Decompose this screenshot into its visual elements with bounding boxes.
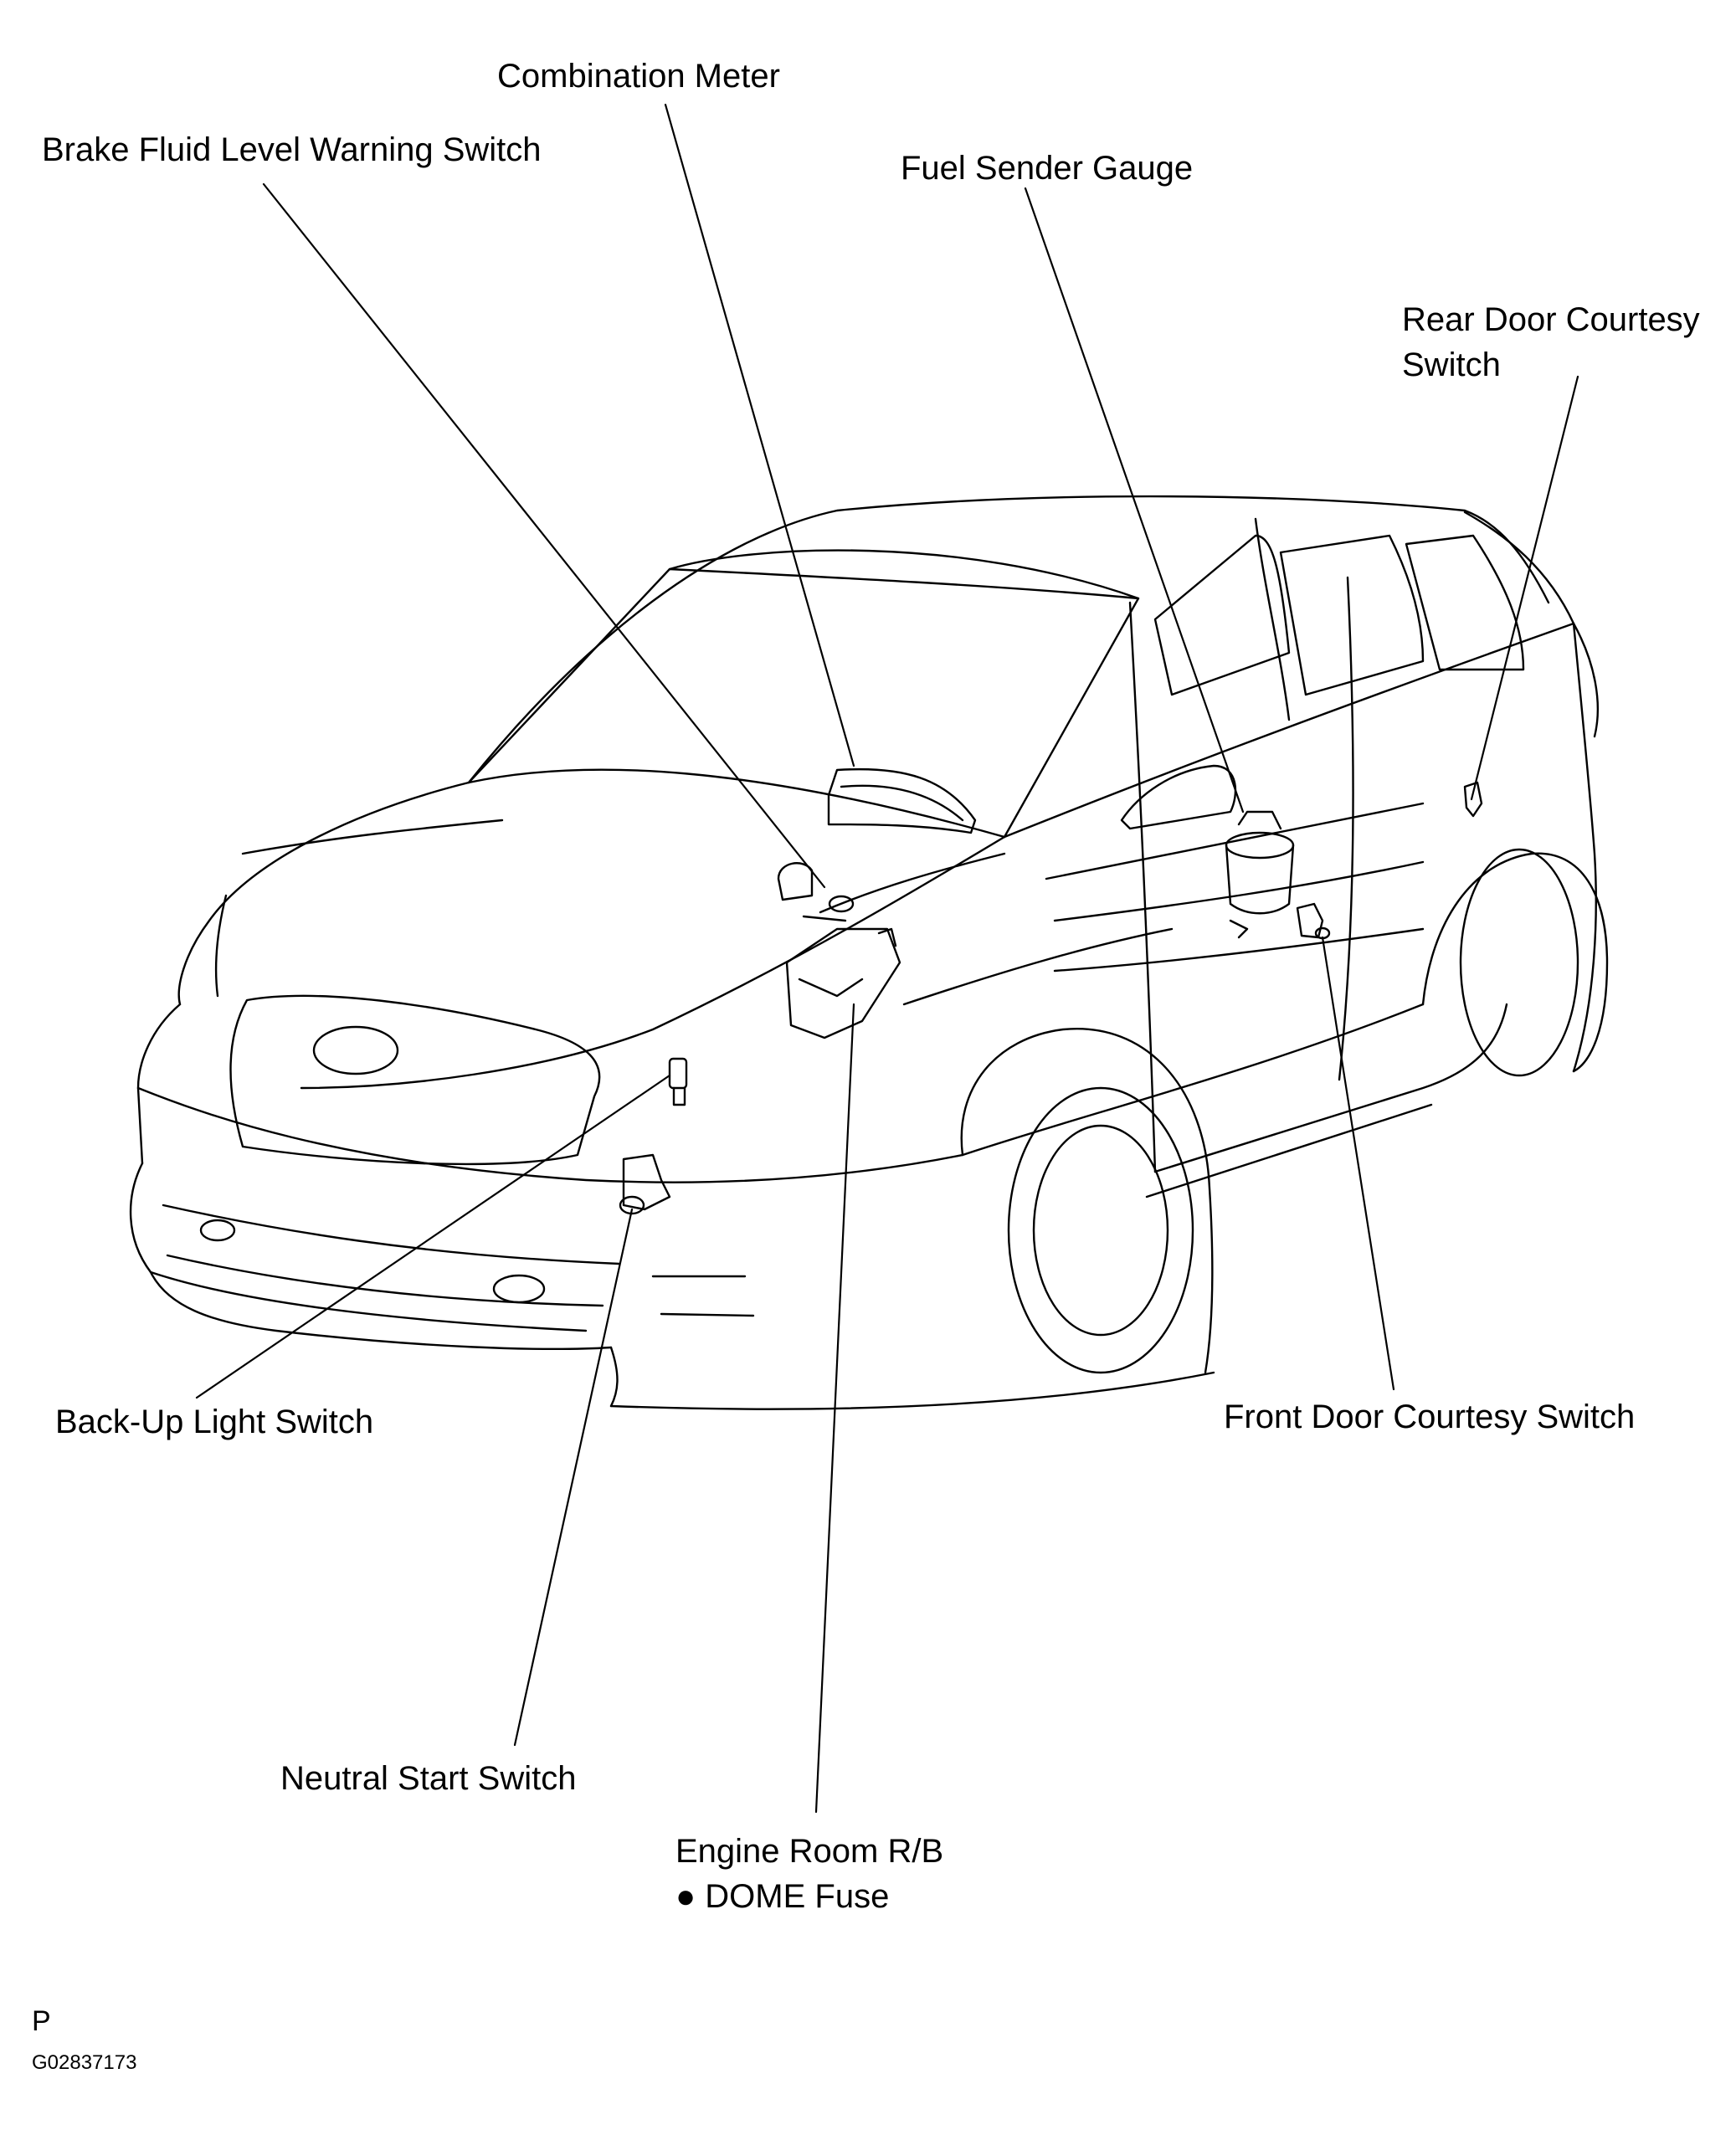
leader-fuel-sender — [1024, 187, 1245, 814]
combination-meter-part — [827, 767, 977, 834]
label-dome-fuse: ● DOME Fuse — [675, 1878, 890, 1915]
label-rear-door-courtesy-switch: Rear Door Courtesy Switch — [1402, 297, 1700, 388]
neutral-start-switch-part — [619, 1153, 671, 1215]
fuel-sender-part — [1225, 810, 1295, 939]
rear-door-switch-part — [1463, 781, 1483, 818]
leader-neutral-start — [513, 1208, 634, 1747]
leader-rear-door — [1470, 375, 1579, 801]
brake-fluid-switch-part — [777, 862, 855, 922]
label-front-door-courtesy-switch: Front Door Courtesy Switch — [1224, 1399, 1636, 1435]
label-neutral-start-switch: Neutral Start Switch — [280, 1760, 577, 1797]
car-body-outline — [129, 495, 1609, 1410]
label-rear-door-line1: Rear Door Courtesy — [1402, 301, 1700, 338]
leader-brake-fluid — [262, 182, 826, 889]
label-back-up-light-switch: Back-Up Light Switch — [55, 1404, 374, 1440]
engine-room-rb-part — [785, 927, 901, 1039]
leader-lines — [195, 103, 1579, 1814]
label-fuel-sender-gauge: Fuel Sender Gauge — [901, 150, 1194, 187]
leader-back-up — [195, 1074, 671, 1399]
leader-engine-room — [814, 1003, 855, 1814]
label-engine-room-rb: Engine Room R/B ● DOME Fuse — [675, 1829, 943, 1919]
leader-front-door — [1321, 936, 1395, 1391]
label-combination-meter: Combination Meter — [497, 58, 780, 95]
footer-letter: P — [32, 2005, 51, 2037]
front-door-switch-part — [1296, 902, 1331, 940]
figure-code: G02837173 — [32, 2051, 137, 2074]
back-up-light-switch-part — [668, 1057, 688, 1106]
label-engine-room-line1: Engine Room R/B — [675, 1833, 944, 1870]
label-rear-door-line2: Switch — [1402, 346, 1501, 383]
label-brake-fluid-level-warning-switch: Brake Fluid Level Warning Switch — [42, 131, 542, 168]
leader-combination-meter — [664, 103, 855, 767]
